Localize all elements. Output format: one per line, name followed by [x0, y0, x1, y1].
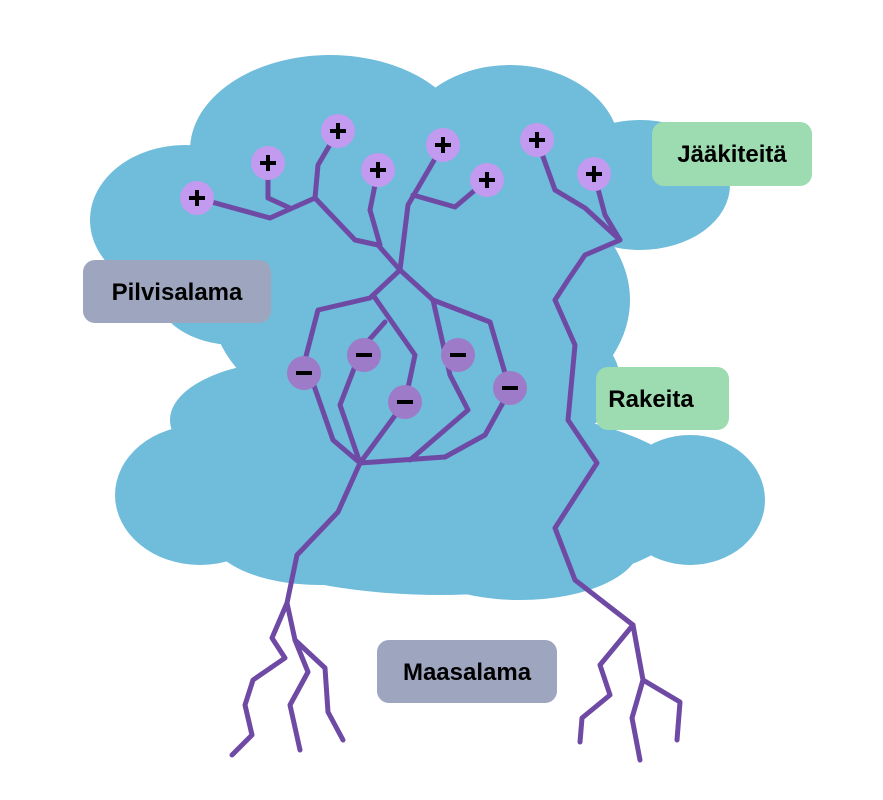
- label-ground-lightning: Maasalama: [377, 640, 557, 703]
- bolt-branch: [577, 622, 636, 745]
- label-cloud-lightning-text: Pilvisalama: [112, 279, 243, 306]
- ground-lightning-left: [229, 460, 363, 758]
- negative-charge: [388, 385, 422, 419]
- positive-charge: [470, 163, 504, 197]
- negative-charge: [347, 338, 381, 372]
- positive-charge: [361, 153, 395, 187]
- bolt-branch: [194, 195, 403, 273]
- bolt-branch: [640, 677, 683, 743]
- label-ice-crystals: Jääkiteitä: [652, 122, 812, 186]
- positive-charge: [520, 123, 554, 157]
- negative-charge: [287, 356, 321, 390]
- label-ice-crystals-text: Jääkiteitä: [677, 141, 787, 168]
- bolt-branch: [407, 297, 471, 463]
- label-hail-text: Rakeita: [608, 386, 694, 413]
- ground-lightning-right: [534, 137, 683, 763]
- negative-charge: [493, 371, 527, 405]
- label-ground-lightning-text: Maasalama: [403, 659, 532, 686]
- positive-charge: [577, 157, 611, 191]
- bolt-branch: [292, 637, 346, 743]
- positive-charge: [321, 114, 355, 148]
- positive-charge: [180, 181, 214, 215]
- positive-charge: [251, 146, 285, 180]
- positive-charges: [180, 114, 611, 215]
- bolt-branch: [534, 137, 636, 628]
- bolt-branch: [337, 319, 388, 466]
- bolt-branch: [229, 460, 363, 758]
- bolt-branch: [357, 292, 418, 466]
- label-cloud-lightning: Pilvisalama: [83, 260, 271, 323]
- bolt-branch: [397, 142, 446, 273]
- positive-charge: [426, 128, 460, 162]
- label-hail: Rakeita: [596, 367, 729, 430]
- negative-charges: [287, 338, 527, 419]
- bolt-branch: [302, 267, 403, 466]
- negative-charge: [441, 338, 475, 372]
- bolt-branch: [284, 600, 311, 753]
- bolt-branch: [629, 622, 646, 763]
